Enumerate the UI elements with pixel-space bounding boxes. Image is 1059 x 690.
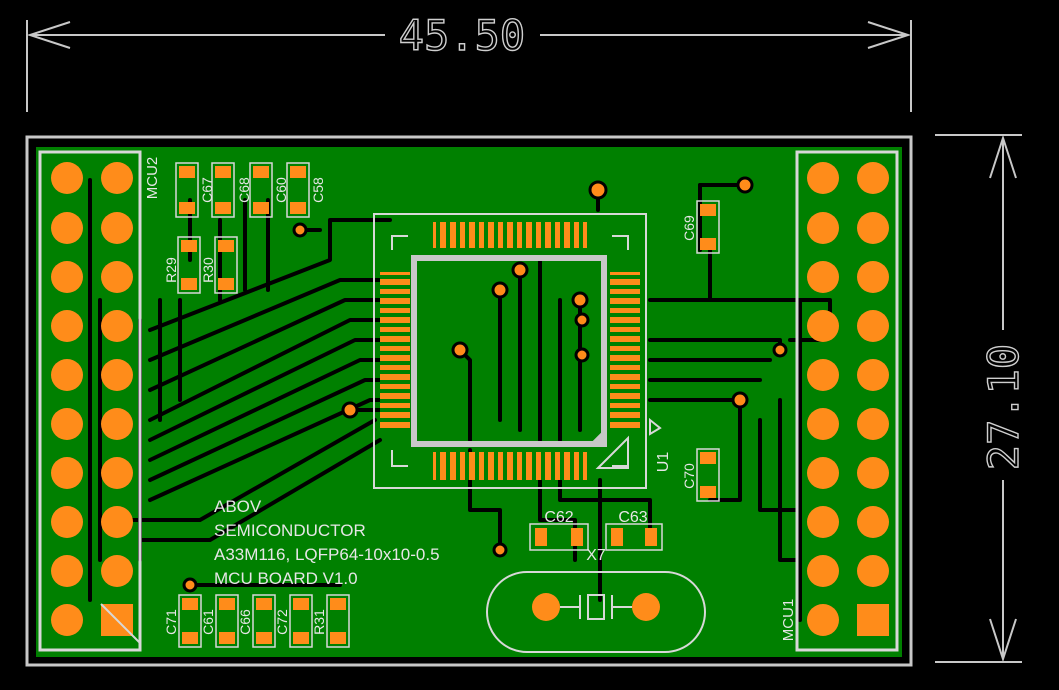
designator-c70: C70 xyxy=(681,463,697,489)
vias xyxy=(182,176,788,593)
header-mcu1: MCU1 xyxy=(780,150,899,652)
top-capacitor-array: C67 C68 C60 C58 xyxy=(175,162,326,218)
board-text-line1: ABOV xyxy=(214,497,262,516)
designator-mcu1: MCU1 xyxy=(780,599,797,642)
designator-r31: R31 xyxy=(311,609,327,635)
board-text-line4: MCU BOARD V1.0 xyxy=(214,569,358,588)
capacitor-c69: C69 xyxy=(681,200,720,254)
width-dimension: 45.50 xyxy=(26,10,912,112)
designator-u1: U1 xyxy=(655,452,672,473)
designator-c72: C72 xyxy=(274,609,290,635)
board-text-line2: SEMICONDUCTOR xyxy=(214,521,366,540)
crystal-x7: X7 xyxy=(486,547,706,653)
designator-c71: C71 xyxy=(163,609,179,635)
height-dimension: 27.10 xyxy=(935,134,1029,663)
u1-pins-left xyxy=(380,272,410,428)
bottom-passive-array: C71 C61 C66 C72 R31 xyxy=(163,594,350,648)
designator-c63: C63 xyxy=(618,509,647,526)
u1-pins-right xyxy=(610,272,640,428)
board-silkscreen-text: ABOV SEMICONDUCTOR A33M116, LQFP64-10x10… xyxy=(214,497,440,588)
designator-c69: C69 xyxy=(681,215,697,241)
designator-c60: C60 xyxy=(273,177,289,203)
designator-c68: C68 xyxy=(236,177,252,203)
header-mcu2-pads xyxy=(51,162,141,644)
height-dimension-label: 27.10 xyxy=(979,344,1028,470)
designator-mcu2: MCU2 xyxy=(144,157,161,200)
header-mcu2: MCU2 xyxy=(38,150,161,652)
board-text-line3: A33M116, LQFP64-10x10-0.5 xyxy=(214,545,440,564)
designator-c67: C67 xyxy=(199,177,215,203)
u1-pins-top xyxy=(433,222,587,248)
designator-r29: R29 xyxy=(163,257,179,283)
header-mcu1-pads xyxy=(807,162,889,636)
crystal-load-capacitors: C62 C63 xyxy=(529,509,663,551)
designator-c61: C61 xyxy=(200,609,216,635)
capacitor-c70: C70 xyxy=(681,448,720,502)
designator-c66: C66 xyxy=(237,609,253,635)
designator-c58: C58 xyxy=(310,177,326,203)
width-dimension-label: 45.50 xyxy=(399,11,525,60)
designator-x7: X7 xyxy=(586,547,606,564)
resistor-pair: R29 R30 xyxy=(163,236,238,294)
board-outline xyxy=(25,135,913,667)
designator-r30: R30 xyxy=(200,257,216,283)
designator-c62: C62 xyxy=(544,509,573,526)
chip-u1: U1 xyxy=(373,213,672,489)
u1-pins-bottom xyxy=(433,452,587,480)
